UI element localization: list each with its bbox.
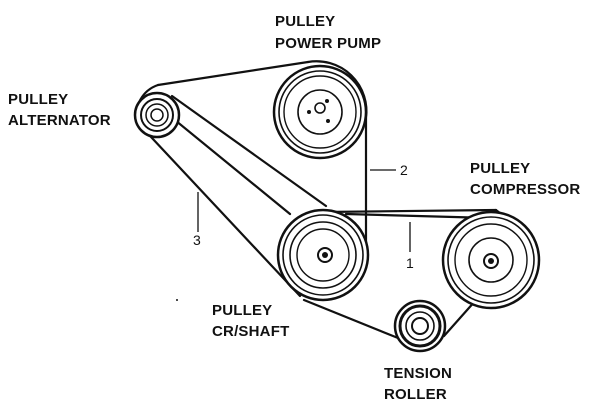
compressor-label-line1: PULLEY bbox=[470, 160, 530, 177]
belt-1-lower-right-strand bbox=[442, 298, 478, 338]
belt-1-lower-left-strand bbox=[302, 298, 400, 340]
alternator-pulley bbox=[133, 91, 181, 139]
alternator-label-line1: PULLEY bbox=[8, 91, 68, 108]
tension-roller-label-line2: ROLLER bbox=[384, 386, 447, 403]
tension-roller-label-line1: TENSION bbox=[384, 365, 452, 382]
belt-1-top-strand-inner bbox=[344, 212, 492, 220]
belt-1-top-strand bbox=[322, 208, 498, 214]
belt-2-number: 2 bbox=[400, 162, 408, 178]
stray-dot bbox=[176, 299, 178, 301]
belt-3-inner-strand bbox=[168, 114, 292, 216]
power-pump-pulley bbox=[272, 64, 368, 160]
belt-2 bbox=[156, 60, 368, 254]
crankshaft-label-line2: CR/SHAFT bbox=[212, 323, 289, 340]
alternator-label-line2: ALTERNATOR bbox=[8, 112, 111, 129]
belt-1-number: 1 bbox=[406, 255, 414, 271]
belt-2-diagonal-strand bbox=[170, 94, 328, 208]
belt-3-number: 3 bbox=[193, 232, 201, 248]
power-pump-label-line1: PULLEY bbox=[275, 13, 335, 30]
belt-3-left-strand bbox=[135, 120, 302, 298]
belt-2-top-strand bbox=[156, 60, 310, 87]
compressor-label-line2: COMPRESSOR bbox=[470, 181, 580, 198]
tension-roller bbox=[393, 299, 447, 353]
crankshaft-pulley bbox=[276, 208, 370, 302]
power-pump-label-line2: POWER PUMP bbox=[275, 35, 381, 52]
crankshaft-label-line1: PULLEY bbox=[212, 302, 272, 319]
compressor-pulley bbox=[441, 210, 541, 310]
